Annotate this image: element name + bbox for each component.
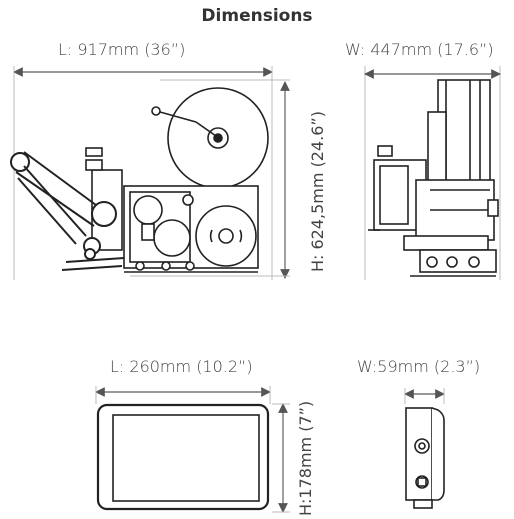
machine-length-label: L: 917mm (36”) xyxy=(58,40,186,59)
page-title: Dimensions xyxy=(201,6,313,26)
screen-front-view xyxy=(96,403,270,511)
screen-side-view xyxy=(405,407,445,509)
screen-width-label: W:59mm (2.3”) xyxy=(357,357,481,376)
machine-front-view xyxy=(10,87,269,273)
machine-side-view xyxy=(368,79,499,277)
machine-width-label: W: 447mm (17.6”) xyxy=(345,40,494,59)
screen-length-label: L: 260mm (10.2”) xyxy=(110,357,253,376)
